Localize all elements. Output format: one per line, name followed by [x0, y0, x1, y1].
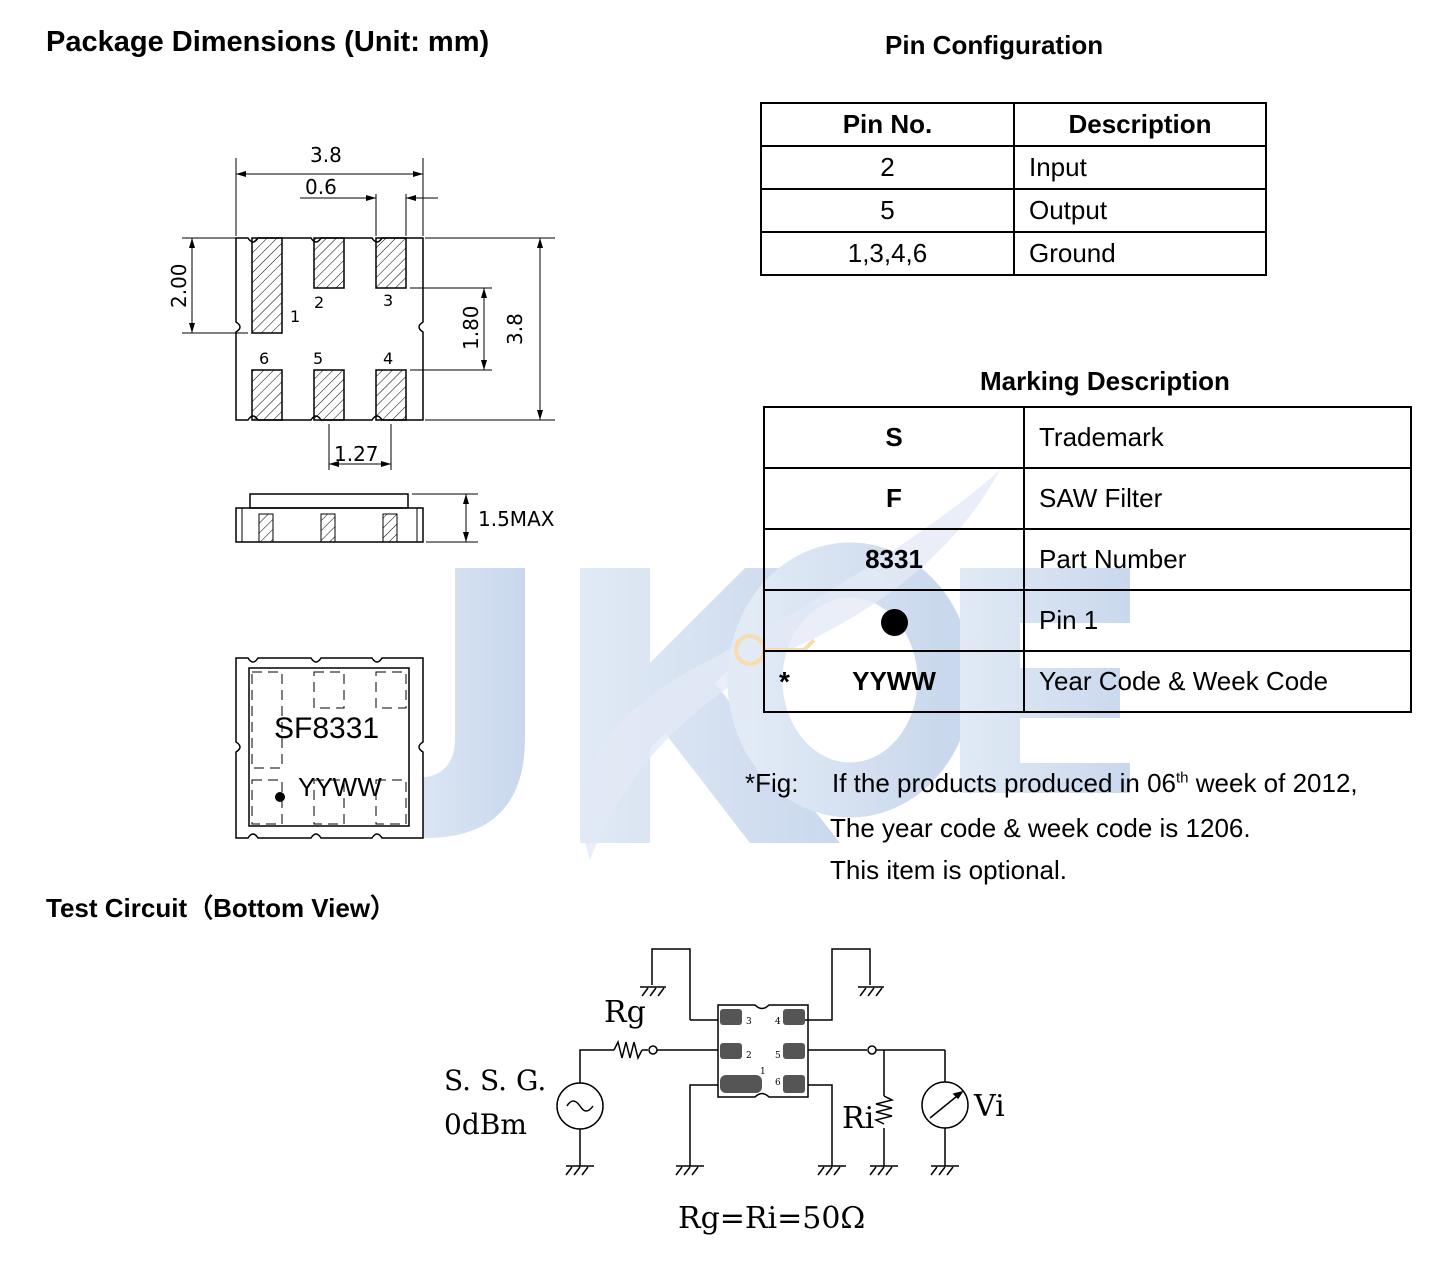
marking-description-cell: Part Number — [1023, 528, 1412, 591]
marking-description-cell: Year Code & Week Code — [1023, 650, 1412, 713]
table-row: 8331 Part Number — [763, 528, 1412, 591]
pin-number-cell: 1,3,4,6 — [760, 231, 1015, 276]
pin-number-cell: 2 — [760, 145, 1015, 190]
marking-view-drawing: SF8331 YYWW — [235, 657, 424, 839]
note-superscript: th — [1176, 769, 1189, 787]
circuit-pin-label: 4 — [775, 1017, 781, 1027]
marking-symbol-cell — [763, 589, 1025, 652]
table-header-cell: Pin No. — [760, 102, 1015, 147]
package-dimension-drawing: 1 2 3 6 5 4 3.8 0.6 2.00 1.80 3.8 1.27 1… — [167, 143, 555, 543]
table-header-cell: Description — [1013, 102, 1267, 147]
marking-part-text: SF8331 — [274, 712, 379, 745]
width-dimension: 3.8 — [310, 143, 342, 167]
table-row: Pin 1 — [763, 589, 1412, 652]
table-header-row: Pin No. Description — [760, 102, 1267, 147]
pin-number-label: 6 — [259, 349, 269, 368]
table-row: S Trademark — [763, 406, 1412, 469]
ri-label: Ri — [842, 1101, 874, 1136]
pad-width-dimension: 0.6 — [305, 175, 337, 199]
level-label: 0dBm — [444, 1108, 527, 1141]
pin1-dot-icon — [880, 608, 908, 636]
note-text: If the products produced in 06 — [832, 768, 1177, 798]
pad-height-dimension: 2.00 — [167, 263, 191, 308]
pin-configuration-heading: Pin Configuration — [885, 30, 1104, 60]
pin-number-label: 4 — [383, 349, 393, 368]
marking-symbol-cell: 8331 — [763, 528, 1025, 591]
table-row: * YYWW Year Code & Week Code — [763, 650, 1412, 713]
marking-description-cell: Pin 1 — [1023, 589, 1412, 652]
pin-number-label: 5 — [313, 349, 323, 368]
max-height-dimension: 1.5MAX — [478, 507, 555, 531]
test-circuit-diagram: 3 4 2 5 1 6 Rg S. S. G. 0dBm Ri Vi Rg=Ri… — [444, 948, 1005, 1236]
vi-label: Vi — [973, 1089, 1005, 1124]
pin-configuration-table: Pin No. Description 2 Input 5 Output 1,3… — [760, 102, 1267, 276]
marking-description-table: S Trademark F SAW Filter 8331 Part Numbe… — [763, 406, 1412, 713]
marking-code-text: YYWW — [298, 772, 382, 802]
circuit-pin-label: 6 — [775, 1078, 781, 1088]
note-line-1: If the products produced in 06th week of… — [832, 768, 1358, 799]
pin-description-cell: Output — [1013, 188, 1267, 233]
note-text: week of 2012, — [1188, 768, 1358, 798]
pitch-dimension: 1.27 — [334, 442, 379, 466]
table-row: 5 Output — [760, 188, 1267, 233]
table-row: 2 Input — [760, 145, 1267, 190]
impedance-formula: Rg=Ri=50Ω — [678, 1201, 865, 1236]
marking-description-cell: SAW Filter — [1023, 467, 1412, 530]
marking-symbol-cell: F — [763, 467, 1025, 530]
note-label: *Fig: — [745, 768, 799, 798]
rg-label: Rg — [604, 995, 646, 1030]
height-dimension: 3.8 — [503, 313, 527, 345]
pin-number-label: 3 — [383, 291, 393, 310]
marking-description-cell: Trademark — [1023, 406, 1412, 469]
note-line-2: The year code & week code is 1206. — [830, 813, 1251, 843]
circuit-pin-label: 2 — [746, 1051, 752, 1061]
circuit-pin-label: 1 — [760, 1067, 766, 1077]
marking-description-heading: Marking Description — [980, 366, 1230, 396]
note-line-3: This item is optional. — [830, 855, 1067, 885]
ssg-label: S. S. G. — [444, 1064, 546, 1097]
marking-symbol-cell: * YYWW — [763, 650, 1025, 713]
circuit-pin-label: 5 — [775, 1051, 781, 1061]
pin-number-cell: 5 — [760, 188, 1015, 233]
marking-symbol-cell: S — [763, 406, 1025, 469]
asterisk-mark: * — [779, 666, 790, 697]
pin-description-cell: Input — [1013, 145, 1267, 190]
table-row: F SAW Filter — [763, 467, 1412, 530]
circuit-pin-label: 3 — [746, 1017, 752, 1027]
test-circuit-heading: Test Circuit（Bottom View） — [46, 893, 397, 923]
pin-description-cell: Ground — [1013, 231, 1267, 276]
table-row: 1,3,4,6 Ground — [760, 231, 1267, 276]
marking-code: YYWW — [852, 666, 936, 696]
pad-span-dimension: 1.80 — [459, 305, 483, 350]
package-dimensions-heading: Package Dimensions (Unit: mm) — [46, 26, 490, 58]
pin-number-label: 2 — [314, 293, 324, 312]
pin-number-label: 1 — [290, 307, 300, 326]
